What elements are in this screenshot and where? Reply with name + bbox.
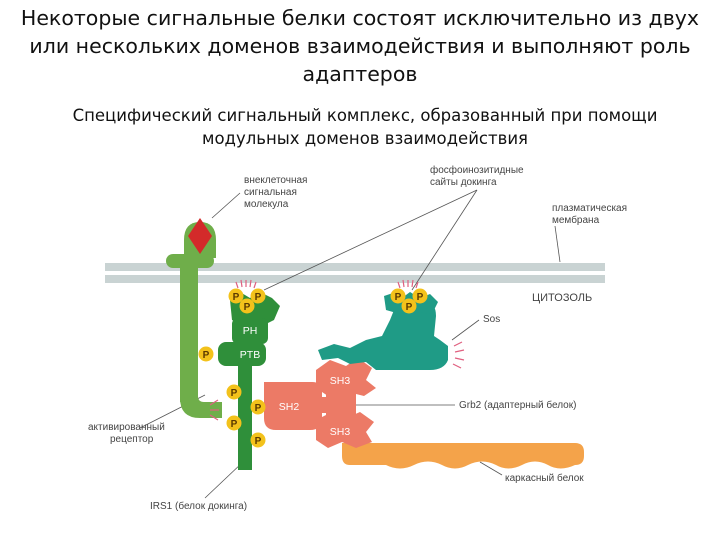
subtitle-line-2: модульных доменов взаимодействия xyxy=(202,129,528,148)
title-line-3: адаптеров xyxy=(302,62,418,86)
phosphate-11: P xyxy=(250,432,266,448)
phosphate-label: P xyxy=(244,302,251,313)
phosphate-9: P xyxy=(250,399,266,415)
grb2-adapter-protein xyxy=(264,358,376,448)
phosphate-label: P xyxy=(231,419,238,430)
phosphate-label: P xyxy=(395,292,402,303)
phosphate-label: P xyxy=(255,403,262,414)
label-extracellular-2: сигнальная xyxy=(244,187,297,198)
label-irs1: IRS1 (белок докинга) xyxy=(150,500,247,512)
page-title: Некоторые сигнальные белки состоят исклю… xyxy=(20,4,700,88)
label-receptor-2: рецептор xyxy=(110,434,154,445)
title-line-1: Некоторые сигнальные белки состоят исклю… xyxy=(20,6,700,30)
phosphate-label: P xyxy=(417,292,424,303)
phosphate-6: P xyxy=(401,298,417,314)
label-receptor-1: активированный xyxy=(88,422,165,433)
sos-protein xyxy=(318,292,448,370)
activated-receptor xyxy=(166,222,222,418)
domain-ph-label: PH xyxy=(243,325,258,337)
scaffold-protein xyxy=(342,443,584,469)
label-phospho-1: фосфоинозитидные xyxy=(430,164,524,176)
title-line-2: или нескольких доменов взаимодействия и … xyxy=(29,34,691,58)
label-cytosol: ЦИТОЗОЛЬ xyxy=(532,292,592,304)
plasma-membrane xyxy=(105,263,605,283)
phosphate-8: P xyxy=(226,384,242,400)
label-sos: Sos xyxy=(483,314,500,325)
label-extracellular-3: молекула xyxy=(244,199,289,210)
domain-sh2-label: SH2 xyxy=(279,401,300,413)
irs1-docking-protein xyxy=(218,292,280,470)
phosphate-3: P xyxy=(239,298,255,314)
annotation-labels: внеклеточная сигнальная молекула фосфоин… xyxy=(88,164,627,512)
pointer-sos xyxy=(451,319,480,341)
phosphate-label: P xyxy=(406,302,413,313)
label-phospho-2: сайты докинга xyxy=(430,177,497,188)
pointer-membrane xyxy=(554,225,561,263)
phosphate-label: P xyxy=(255,436,262,447)
phosphorylation-ticks xyxy=(209,279,465,421)
subtitle-line-1: Специфический сигнальный комплекс, образ… xyxy=(72,106,658,125)
label-grb2: Grb2 (адаптерный белок) xyxy=(459,399,576,411)
pointer-docking-2 xyxy=(411,189,478,291)
domain-ptb-label: PTB xyxy=(240,349,260,361)
phosphate-4: P xyxy=(390,288,406,304)
signal-molecule xyxy=(188,218,212,254)
domain-sh3-top-label: SH3 xyxy=(330,375,351,387)
phosphate-1: P xyxy=(228,288,244,304)
label-membrane-2: мембрана xyxy=(552,214,600,226)
phosphate-10: P xyxy=(226,415,242,431)
phosphate-5: P xyxy=(412,288,428,304)
phosphate-label: P xyxy=(255,292,262,303)
phosphate-7: P xyxy=(198,346,214,362)
label-membrane-1: плазматическая xyxy=(552,203,627,214)
label-scaffold: каркасный белок xyxy=(505,472,584,484)
phosphate-2: P xyxy=(250,288,266,304)
pointer-irs1 xyxy=(204,461,244,499)
phosphate-groups: P P P P P P P P P P P xyxy=(198,288,428,448)
pointer-docking-1 xyxy=(263,189,478,291)
pointer-lines xyxy=(139,189,561,499)
phosphate-label: P xyxy=(203,350,210,361)
phosphate-label: P xyxy=(231,388,238,399)
label-extracellular-1: внеклеточная xyxy=(244,175,307,186)
pointer-scaffold xyxy=(479,461,503,476)
phosphate-label: P xyxy=(233,292,240,303)
page-subtitle: Специфический сигнальный комплекс, образ… xyxy=(30,104,700,150)
domain-sh3-bottom-label: SH3 xyxy=(330,426,351,438)
pointer-signal xyxy=(211,192,241,219)
domain-labels: PH PTB SH3 SH2 SH3 xyxy=(240,325,351,438)
